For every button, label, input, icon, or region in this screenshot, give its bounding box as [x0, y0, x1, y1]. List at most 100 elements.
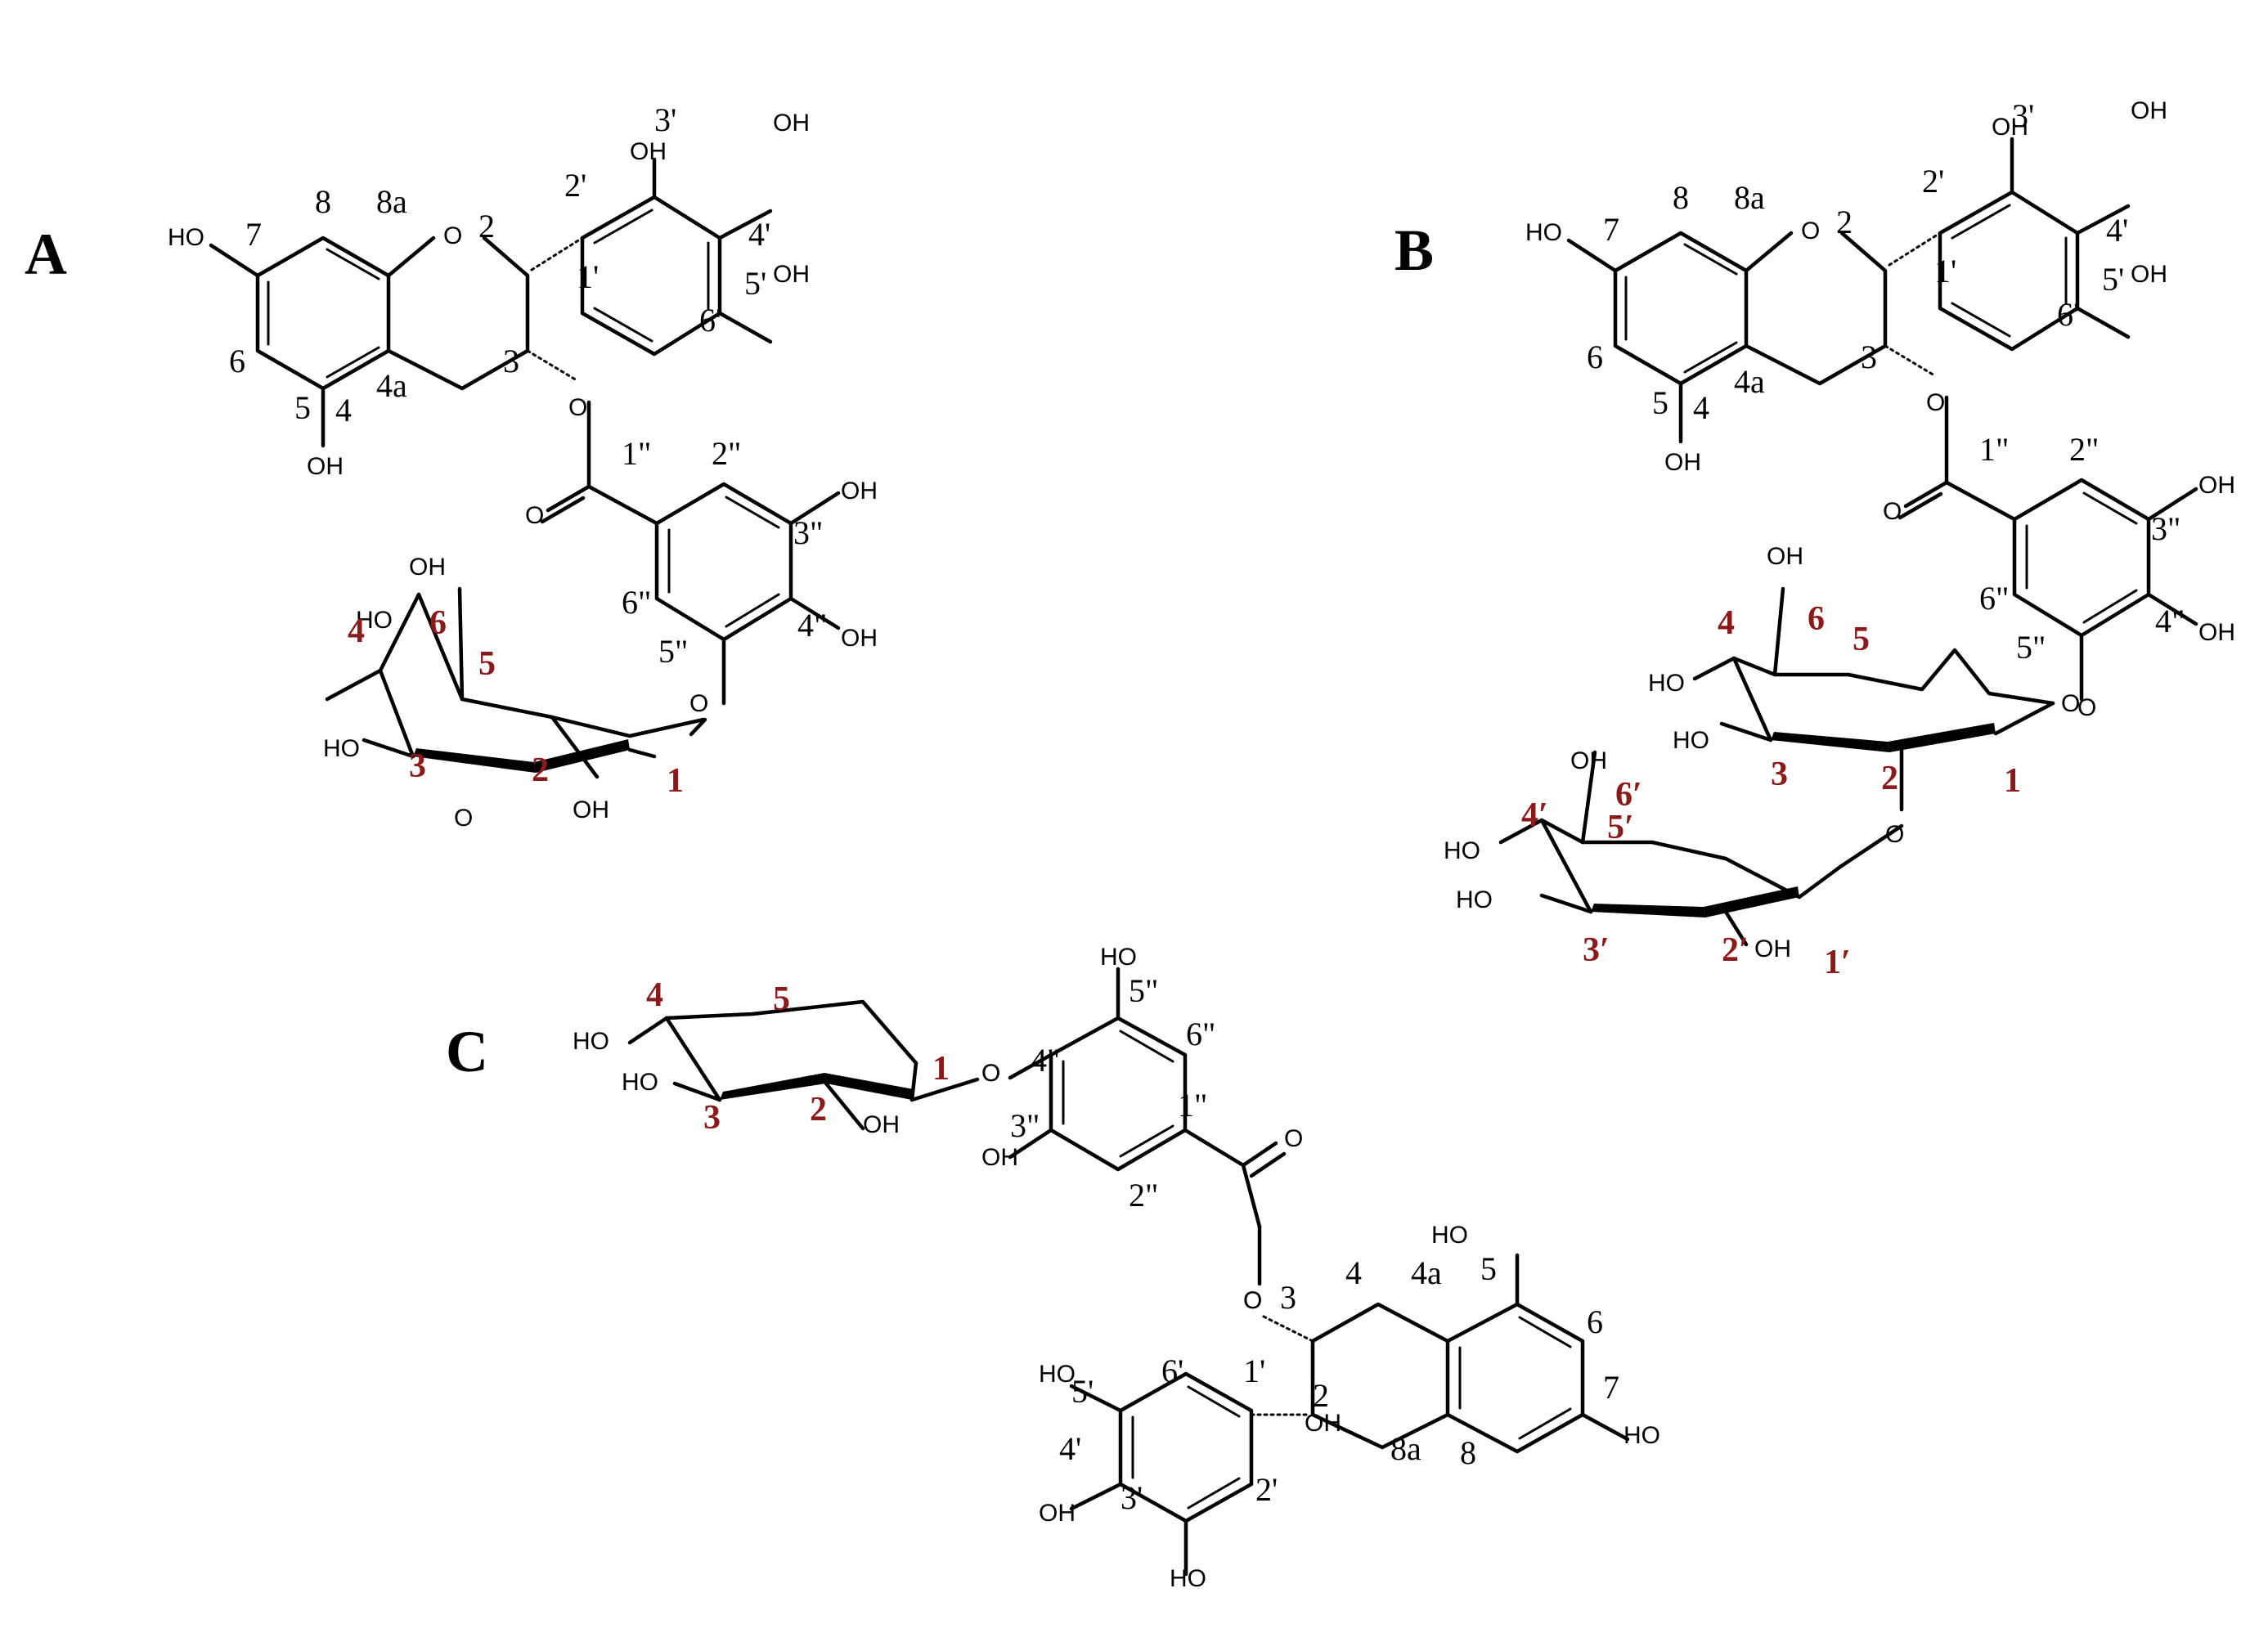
panel-b-atom-label-15: O [1885, 821, 1904, 848]
panel-a-position-number-3: 7 [245, 216, 262, 253]
panel-c-position-number-9: 6 [1587, 1303, 1603, 1340]
panel-a-atom-label-7: O [525, 502, 544, 529]
panel-a-atom-label-15: O [454, 805, 473, 832]
panel-a-atom-label-1: O [443, 222, 462, 249]
panel-b-sugar-position-7: 5′ [1607, 809, 1634, 846]
panel-a-position-number-14: 4' [748, 216, 770, 253]
panel-b-atom-label-3: OH [2131, 97, 2167, 124]
panel-b-position-number-13: 3' [2012, 97, 2034, 134]
panel-b-sugar-position-4: 2 [1881, 760, 1898, 797]
panel-a-atom-label-3: OH [773, 110, 810, 137]
panel-a-position-number-7: 4 [335, 392, 352, 428]
panel-c-atom-label-15: OH [1305, 1410, 1341, 1437]
panel-b-position-number-16: 2" [2069, 431, 2099, 468]
panel-a-sugar-position-3: 3 [409, 747, 426, 785]
panel-c-position-number-4: 1" [1178, 1087, 1207, 1124]
panel-c-position-number-20: 2' [1255, 1471, 1278, 1508]
panel-a-position-number-19: 5" [658, 633, 688, 670]
panel-label-a: A [25, 222, 67, 287]
panel-b-position-number-9: 1' [1934, 253, 1956, 289]
panel-c-atom-label-7: O [1284, 1125, 1303, 1152]
panel-b-atom-label-4: OH [2131, 261, 2167, 288]
panel-c-position-number-5: 2" [1129, 1177, 1158, 1214]
panel-label-b: B [1394, 218, 1434, 283]
panel-b-position-number-1: 8a [1734, 179, 1765, 216]
panel-a-atom-label-8: OH [841, 478, 878, 505]
panel-b-sugar-position-6: 6′ [1615, 776, 1642, 814]
panel-a-atom-label-4: OH [773, 261, 810, 288]
panel-c-sugar-position-4: 2 [810, 1091, 827, 1128]
panel-a-position-number-12: 2' [564, 167, 586, 204]
panel-b-position-number-15: 1" [1979, 431, 2009, 468]
panel-a-position-number-9: 1' [577, 258, 599, 295]
panel-b-position-number-17: 3" [2151, 510, 2180, 547]
panel-a-position-number-20: 6" [622, 584, 651, 621]
panel-a-position-number-15: 1" [622, 435, 651, 472]
panel-c-position-number-0: 4" [1031, 1042, 1060, 1079]
panel-b-atom-label-10: OH [1767, 543, 1803, 570]
panel-b-position-number-5: 5 [1652, 384, 1668, 421]
panel-c-position-number-14: 1' [1243, 1353, 1265, 1389]
panel-c-atom-label-8: O [1243, 1287, 1262, 1314]
panel-c-atom-label-13: OH [1039, 1500, 1076, 1527]
panel-b-position-number-4: 6 [1587, 339, 1603, 375]
panel-c-position-number-18: 4' [1059, 1430, 1081, 1467]
panel-a-atom-label-6: O [568, 394, 587, 421]
panel-a-sugar-position-5: 1 [667, 762, 684, 800]
panel-b-position-number-8: 3 [1861, 339, 1877, 375]
panel-b-atom-label-1: O [1801, 218, 1820, 245]
panel-c-atom-label-3: O [981, 1060, 1000, 1087]
panel-c-atom-label-10: HO [1431, 1222, 1468, 1249]
panel-a-atom-label-0: HO [168, 224, 204, 251]
panel-a-position-number-4: 6 [229, 343, 245, 379]
panel-label-c: C [446, 1019, 488, 1084]
panel-c-position-number-10: 3 [1280, 1279, 1296, 1316]
structure-a: A [25, 157, 841, 779]
panel-c-atom-label-11: HO [1624, 1422, 1660, 1449]
panel-b-atom-label-5: OH [1664, 449, 1701, 476]
panel-b-atom-label-19: OH [1570, 747, 1607, 774]
panel-a-sugar-position-2: 4 [348, 612, 365, 650]
panel-a-atom-label-14: OH [573, 796, 609, 823]
panel-c-sugar-position-2: 1 [932, 1050, 950, 1088]
panel-b-position-number-6: 4a [1734, 363, 1765, 400]
panel-a-atom-label-11: O [689, 690, 708, 717]
panel-b-sugar-position-1: 5 [1853, 621, 1870, 658]
panel-a-atom-label-5: OH [307, 453, 344, 480]
panel-b-position-number-3: 7 [1603, 211, 1619, 248]
panel-b-atom-label-16: OH [1754, 935, 1791, 962]
panel-b-atom-label-7: O [1883, 498, 1902, 525]
panel-b-position-number-11: 5' [2102, 261, 2124, 298]
panel-a-position-number-8: 3 [503, 343, 519, 379]
panel-a-atom-label-2: OH [630, 138, 667, 165]
panel-c-position-number-6: 4 [1345, 1254, 1362, 1291]
panel-b-position-number-12: 2' [1922, 163, 1944, 200]
panel-c-position-number-7: 4a [1411, 1254, 1442, 1291]
panel-c-position-number-15: 2 [1313, 1377, 1329, 1414]
panel-c-atom-label-14: HO [1170, 1565, 1206, 1592]
panel-c-sugar-position-3: 3 [703, 1099, 721, 1137]
panel-c-position-number-19: 3' [1121, 1479, 1143, 1516]
panel-c-atom-label-1: HO [622, 1069, 658, 1096]
panel-b-sugar-position-8: 4′ [1521, 796, 1548, 834]
panel-a-position-number-17: 3" [793, 514, 823, 551]
panel-b-atom-label-12: HO [1648, 670, 1685, 697]
panel-b-sugar-position-10: 2′ [1722, 931, 1749, 969]
panel-a-position-number-0: 8 [315, 183, 331, 220]
panel-a-atom-label-9: OH [841, 625, 878, 652]
panel-c-position-number-2: 6" [1186, 1016, 1215, 1052]
panel-c-sugar-position-1: 5 [773, 980, 790, 1018]
panel-b-atom-label-2: OH [1992, 114, 2028, 141]
panel-b-atom-label-18: HO [1456, 886, 1493, 913]
panel-a-position-number-1: 8a [376, 183, 407, 220]
panel-b-position-number-19: 5" [2016, 629, 2046, 666]
panel-c-atom-label-6: OH [981, 1144, 1018, 1171]
panel-b-atom-label-6: O [1926, 389, 1945, 416]
panel-a-atom-label-13: HO [323, 735, 360, 762]
panel-c-atom-label-12: HO [1039, 1361, 1076, 1388]
panel-a-position-number-18: 4" [797, 607, 827, 644]
panel-b-sugar-position-2: 4 [1718, 604, 1735, 642]
panel-c-position-number-3: 3" [1010, 1107, 1040, 1144]
panel-c-atom-label-5: HO [1100, 944, 1137, 971]
panel-c-position-number-8: 5 [1480, 1250, 1497, 1287]
